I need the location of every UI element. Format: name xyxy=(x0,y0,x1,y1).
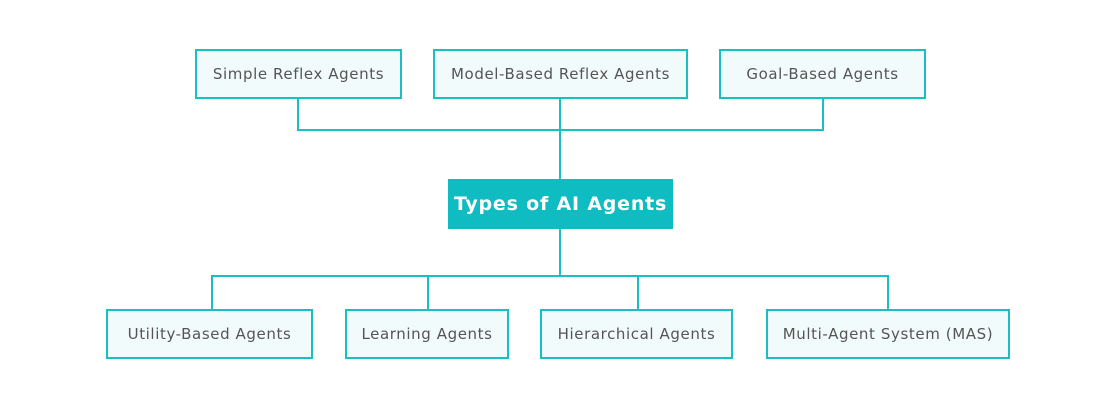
node-label: Multi-Agent System (MAS) xyxy=(782,325,994,343)
node-model-based-reflex-agents: Model-Based Reflex Agents xyxy=(433,49,688,99)
node-label: Model-Based Reflex Agents xyxy=(451,65,670,83)
root-label: Types of AI Agents xyxy=(453,193,668,215)
node-label: Simple Reflex Agents xyxy=(212,65,385,83)
node-hierarchical-agents: Hierarchical Agents xyxy=(540,309,733,359)
node-label: Learning Agents xyxy=(361,325,493,343)
node-label: Hierarchical Agents xyxy=(557,325,716,343)
node-label: Utility-Based Agents xyxy=(127,325,292,343)
root-node-types-of-ai-agents: Types of AI Agents xyxy=(448,179,673,229)
node-utility-based-agents: Utility-Based Agents xyxy=(106,309,313,359)
node-label: Goal-Based Agents xyxy=(746,65,899,83)
node-multi-agent-system: Multi-Agent System (MAS) xyxy=(766,309,1010,359)
node-goal-based-agents: Goal-Based Agents xyxy=(719,49,926,99)
node-simple-reflex-agents: Simple Reflex Agents xyxy=(195,49,402,99)
node-learning-agents: Learning Agents xyxy=(345,309,509,359)
